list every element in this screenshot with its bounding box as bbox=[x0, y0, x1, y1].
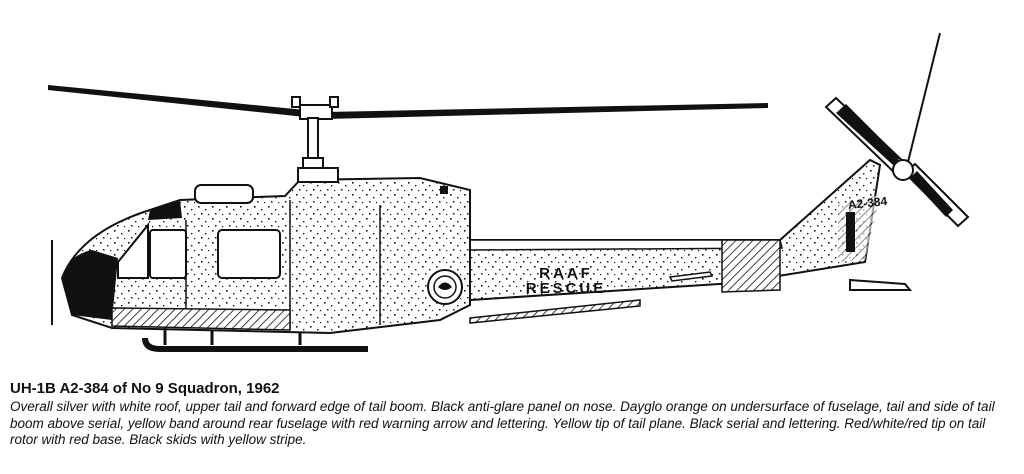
tail-serial-text: A2-384 bbox=[847, 194, 888, 212]
caption: UH-1B A2-384 of No 9 Squadron, 1962 Over… bbox=[10, 380, 1015, 449]
tail-rotor bbox=[824, 32, 970, 228]
caption-body: Overall silver with white roof, upper ta… bbox=[10, 399, 995, 447]
fuselage bbox=[51, 167, 471, 335]
fuselage-text-raaf: RAAF bbox=[539, 265, 593, 282]
fuselage-lettering: RAAF RESCUE A2-384 bbox=[526, 194, 888, 297]
helicopter-illustration: RAAF RESCUE A2-384 bbox=[48, 32, 970, 352]
fuselage-text-rescue: RESCUE bbox=[526, 280, 607, 297]
main-rotor bbox=[48, 85, 768, 171]
tail-boom bbox=[469, 158, 913, 324]
caption-title: UH-1B A2-384 of No 9 Squadron, 1962 bbox=[10, 380, 280, 397]
landing-skids bbox=[142, 328, 368, 352]
